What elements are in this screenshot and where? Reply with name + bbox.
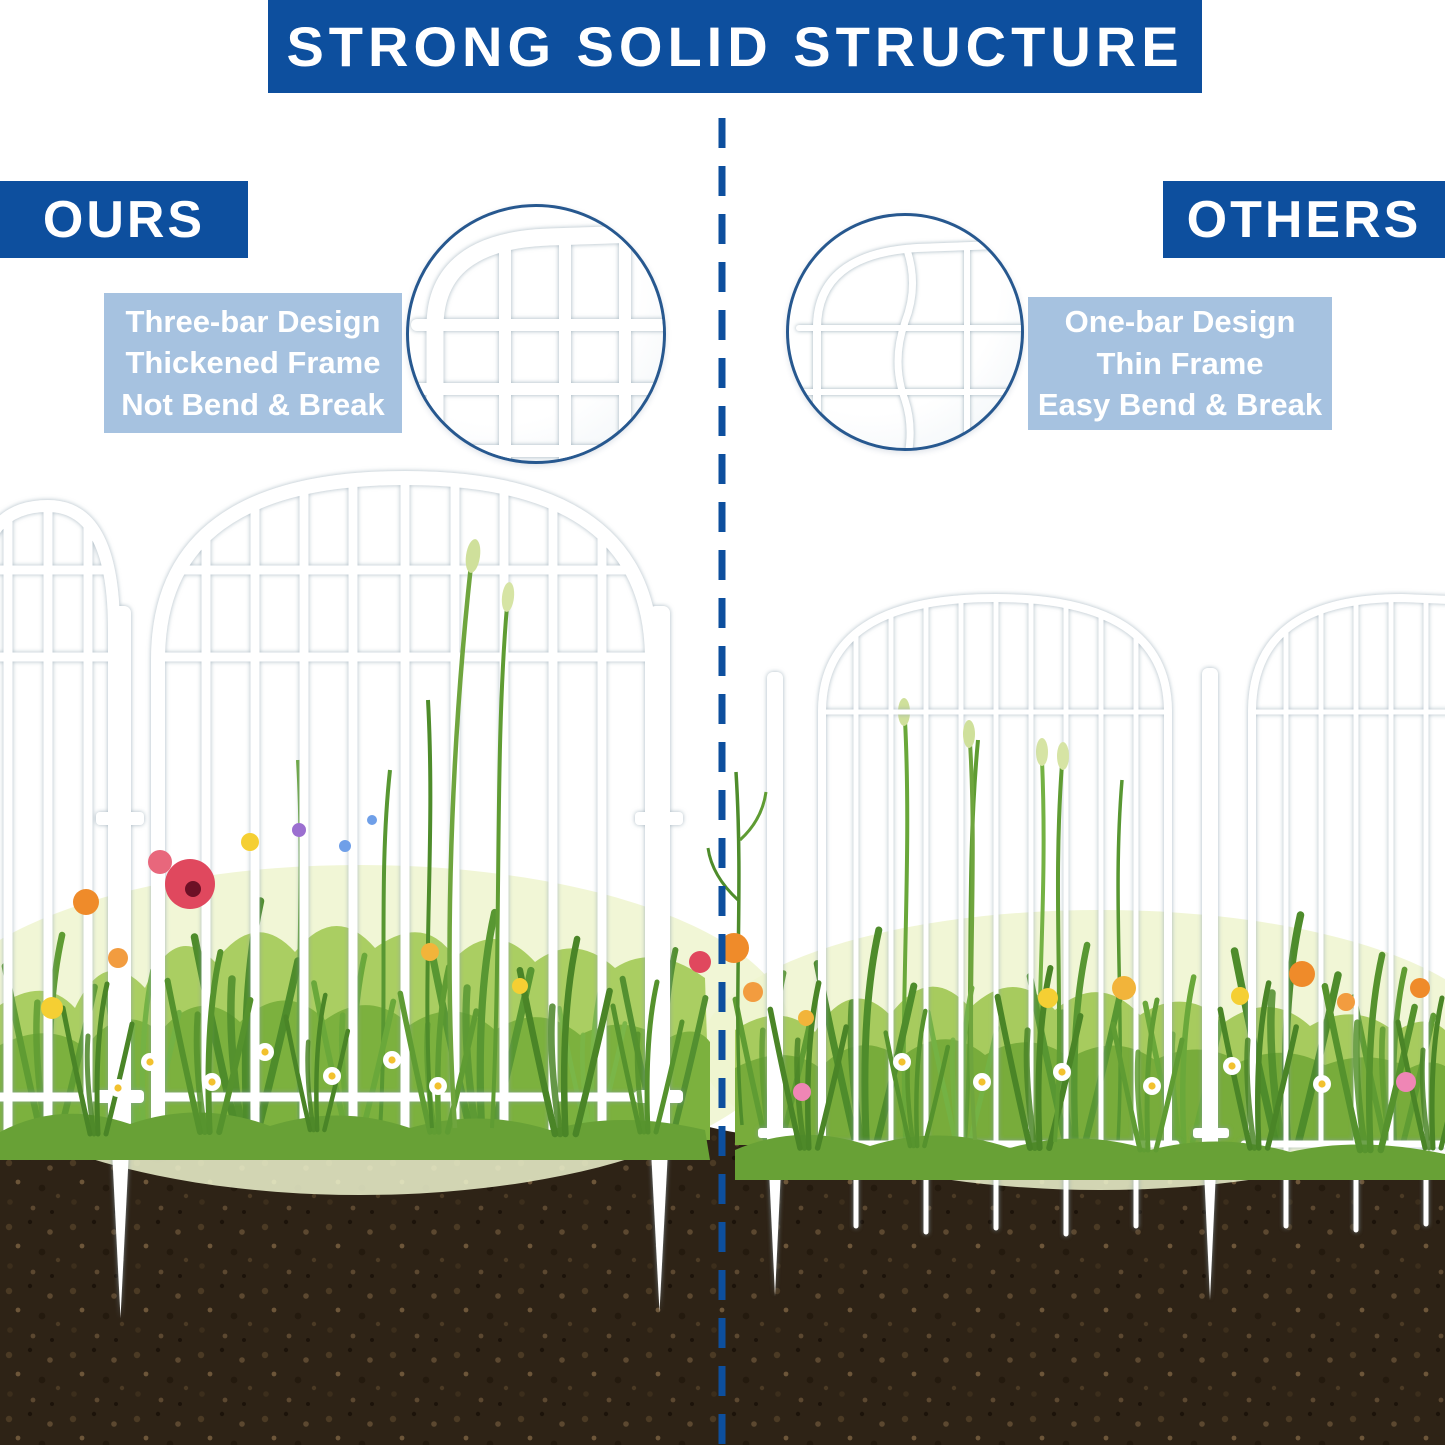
feature-line: Not Bend & Break [121,386,385,422]
title-banner: STRONG SOLID STRUCTURE [268,0,1202,93]
feature-line: Thickened Frame [125,345,381,381]
ours-fence-illustration [0,470,683,1318]
page-title: STRONG SOLID STRUCTURE [286,15,1184,78]
others-feature-box: One-bar Design Thin Frame Easy Bend & Br… [1028,297,1332,430]
thin-bent-wire-fence-detail-icon [796,240,1021,448]
thick-grid-fence-detail-icon [411,224,663,461]
feature-line: Three-bar Design [125,303,381,339]
others-label: OTHERS [1186,190,1422,249]
feature-line: Thin Frame [1096,345,1264,381]
feature-line: Easy Bend & Break [1037,387,1323,423]
ours-label: OURS [42,190,206,249]
ours-feature-box: Three-bar Design Thickened Frame Not Ben… [104,293,402,433]
flowers [41,815,1430,1101]
others-label-banner: OTHERS [1163,181,1445,258]
feature-line: One-bar Design [1064,304,1296,340]
ours-zoom-circle [406,204,666,464]
ours-label-banner: OURS [0,181,248,258]
others-zoom-circle [786,213,1024,451]
grass-front [0,539,1445,1180]
